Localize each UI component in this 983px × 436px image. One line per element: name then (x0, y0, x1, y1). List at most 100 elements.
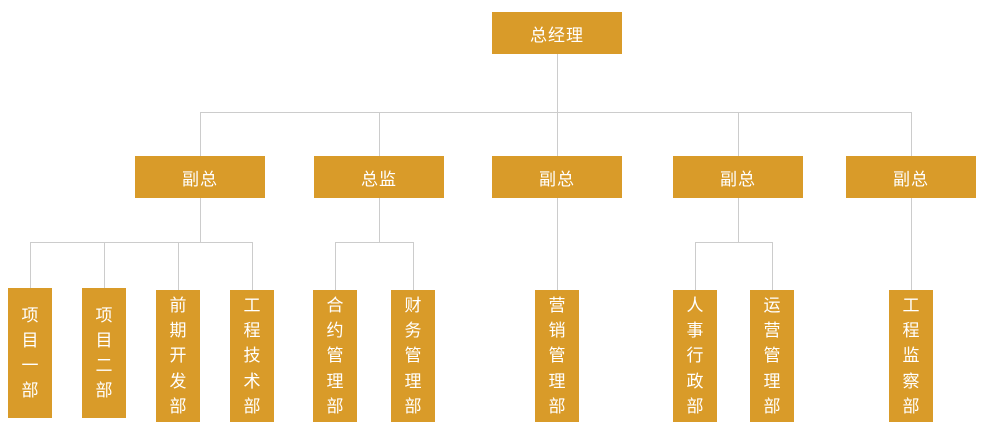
connector-drop-leaf-2 (178, 242, 179, 290)
node-label: 总经理 (530, 25, 584, 46)
node-label-char: 部 (902, 396, 920, 417)
node-label-char: 政 (686, 371, 704, 392)
connector-subtrunk-group-4 (695, 242, 773, 243)
node-label-char: 工 (902, 296, 920, 317)
connector-drop-leaf-7 (695, 242, 696, 290)
node-label-char: 部 (95, 381, 113, 402)
node-label-char: 约 (326, 321, 344, 342)
node-label-char: 运 (763, 296, 781, 317)
node-label-char: 行 (686, 346, 704, 367)
node-label-char: 前 (169, 296, 187, 317)
node-label-char: 开 (169, 346, 187, 367)
connector-drop-leaf-9 (911, 198, 912, 290)
node-leaf-hr-administration-dept[interactable]: 人事行政部 (673, 290, 717, 422)
node-label-char: 监 (902, 346, 920, 367)
node-label: 副总 (539, 169, 575, 190)
node-label: 副总 (182, 169, 218, 190)
connector-drop-leaf-1 (104, 242, 105, 288)
node-leaf-contract-management-dept[interactable]: 合约管理部 (313, 290, 357, 422)
node-label-char: 一 (21, 356, 39, 376)
connector-main-trunk (200, 112, 911, 113)
node-label-char: 程 (243, 321, 261, 342)
node-label-char: 财 (404, 296, 422, 317)
node-label: 项目一部 (22, 304, 39, 405)
node-leaf-engineering-technology-dept[interactable]: 工程技术部 (230, 290, 274, 422)
node-label: 营销管理部 (549, 294, 566, 420)
connector-drop-l2-0 (200, 112, 201, 156)
node-label: 项目二部 (96, 304, 113, 405)
connector-drop-leaf-5 (413, 242, 414, 290)
node-label-char: 部 (243, 396, 261, 417)
node-label-char: 项 (95, 305, 113, 326)
connector-drop-leaf-6 (557, 198, 558, 290)
node-l2-vice-president-2[interactable]: 副总 (492, 156, 622, 198)
connector-drop-l2-3 (738, 112, 739, 156)
node-label-char: 管 (326, 346, 344, 367)
node-label-char: 销 (548, 321, 566, 342)
node-leaf-marketing-management-dept[interactable]: 营销管理部 (535, 290, 579, 422)
connector-stem-group-2 (379, 198, 380, 242)
node-label-char: 理 (763, 371, 781, 392)
node-l2-vice-president-4[interactable]: 副总 (846, 156, 976, 198)
connector-drop-l2-2 (557, 112, 558, 156)
node-label-char: 部 (21, 381, 39, 402)
node-root-general-manager[interactable]: 总经理 (492, 12, 622, 54)
node-leaf-project-dept-1[interactable]: 项目一部 (8, 288, 52, 418)
connector-drop-leaf-8 (772, 242, 773, 290)
node-label-char: 二 (95, 356, 113, 376)
node-label-char: 部 (686, 396, 704, 417)
node-label-char: 理 (404, 371, 422, 392)
node-label-char: 部 (548, 396, 566, 417)
node-label-char: 工 (243, 296, 261, 317)
node-label-char: 管 (404, 346, 422, 367)
node-label-char: 事 (686, 321, 704, 342)
node-label-char: 营 (763, 321, 781, 342)
node-label-char: 管 (548, 346, 566, 367)
node-label: 工程技术部 (244, 294, 261, 420)
node-label-char: 部 (169, 396, 187, 417)
connector-subtrunk-group-1 (30, 242, 252, 243)
node-label-char: 程 (902, 321, 920, 342)
node-label: 前期开发部 (170, 294, 187, 420)
node-label-char: 人 (686, 296, 704, 317)
connector-drop-leaf-4 (335, 242, 336, 290)
node-label: 人事行政部 (687, 294, 704, 420)
connector-stem-group-1 (200, 198, 201, 242)
node-leaf-engineering-supervision-dept[interactable]: 工程监察部 (889, 290, 933, 422)
node-label-char: 务 (404, 321, 422, 342)
node-label-char: 管 (763, 346, 781, 367)
node-label: 副总 (720, 169, 756, 190)
node-label-char: 目 (95, 330, 113, 351)
node-label-char: 营 (548, 296, 566, 317)
node-label-char: 理 (548, 371, 566, 392)
node-label-char: 技 (243, 346, 261, 367)
node-label-char: 项 (21, 305, 39, 326)
node-leaf-project-dept-2[interactable]: 项目二部 (82, 288, 126, 418)
node-leaf-finance-management-dept[interactable]: 财务管理部 (391, 290, 435, 422)
node-label: 合约管理部 (327, 294, 344, 420)
node-label-char: 发 (169, 371, 187, 392)
node-label: 工程监察部 (903, 294, 920, 420)
connector-root-stem (557, 54, 558, 112)
node-label-char: 部 (763, 396, 781, 417)
node-label-char: 部 (326, 396, 344, 417)
connector-drop-leaf-0 (30, 242, 31, 288)
node-label-char: 目 (21, 330, 39, 351)
node-label-char: 理 (326, 371, 344, 392)
node-label-char: 部 (404, 396, 422, 417)
connector-stem-group-4 (738, 198, 739, 242)
connector-drop-l2-1 (379, 112, 380, 156)
node-label-char: 合 (326, 296, 344, 317)
node-label: 财务管理部 (405, 294, 422, 420)
connector-drop-l2-4 (911, 112, 912, 156)
node-l2-director[interactable]: 总监 (314, 156, 444, 198)
node-leaf-operations-management-dept[interactable]: 运营管理部 (750, 290, 794, 422)
node-l2-vice-president-1[interactable]: 副总 (135, 156, 265, 198)
node-label: 总监 (361, 169, 397, 190)
node-l2-vice-president-3[interactable]: 副总 (673, 156, 803, 198)
node-label-char: 察 (902, 371, 920, 392)
node-leaf-preliminary-development-dept[interactable]: 前期开发部 (156, 290, 200, 422)
node-label: 运营管理部 (764, 294, 781, 420)
node-label: 副总 (893, 169, 929, 190)
